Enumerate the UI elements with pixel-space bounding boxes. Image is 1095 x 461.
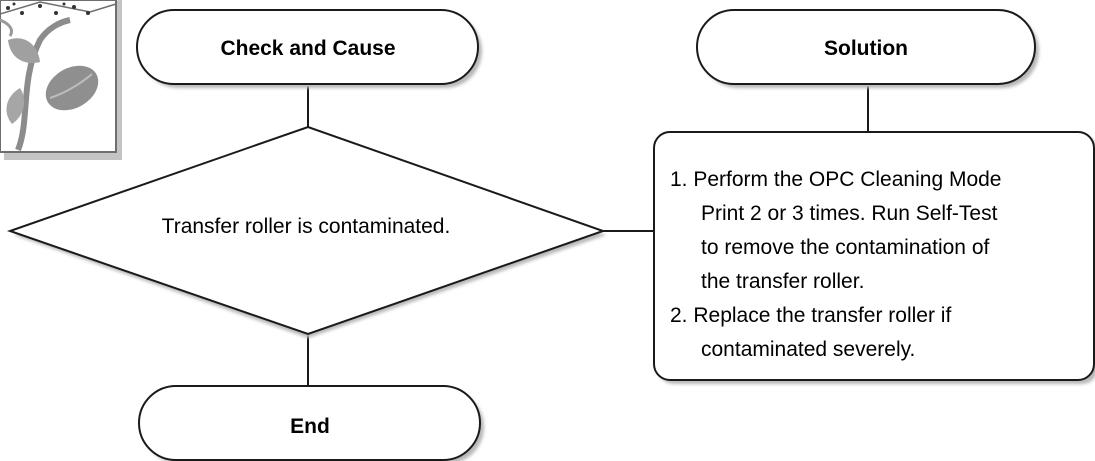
solution-header: Solution	[696, 9, 1039, 88]
decision-text: Transfer roller is contaminated.	[162, 215, 451, 238]
solution-label: Solution	[824, 37, 908, 60]
solution-step-2-line-1: 2. Replace the transfer roller if	[670, 304, 951, 327]
check-and-cause-label: Check and Cause	[220, 37, 395, 60]
end-terminator: End	[138, 385, 484, 461]
solution-step-1-line-1: 1. Perform the OPC Cleaning Mode	[670, 168, 1002, 191]
solution-step-2-line-2: contaminated severely.	[701, 338, 915, 361]
end-label: End	[290, 415, 330, 438]
solution-step-1-line-3: to remove the contamination of	[701, 236, 989, 259]
defective-print-sample-icon	[0, 0, 122, 160]
solution-box: 1. Perform the OPC Cleaning Mode Print 2…	[653, 131, 1095, 384]
solution-step-1-line-4: the transfer roller.	[701, 270, 864, 293]
solution-step-1-line-2: Print 2 or 3 times. Run Self-Test	[701, 202, 998, 225]
decision-diamond: Transfer roller is contaminated.	[6, 125, 607, 338]
check-and-cause-header: Check and Cause	[136, 9, 482, 88]
